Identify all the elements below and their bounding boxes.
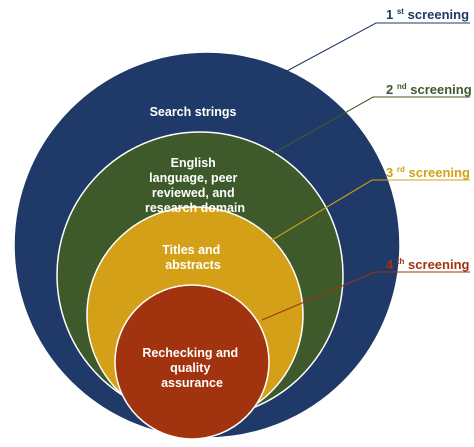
stage-3-screening-label: 3 rd screening	[386, 160, 470, 180]
stage-2-circle-label: English language, peer reviewed, and res…	[145, 156, 245, 215]
stage-4-screening-ordinal: th	[397, 257, 405, 266]
stage-1-screening-word: screening	[408, 7, 469, 22]
stage-4-line-1: Rechecking and	[142, 346, 238, 360]
stage-3-line-2: abstracts	[165, 258, 221, 272]
stage-2-screening-number: 2	[386, 82, 393, 97]
stage-2-line-4: research domain	[145, 201, 245, 215]
stage-2-leader-line	[273, 96, 470, 154]
stage-2-screening-word: screening	[410, 82, 471, 97]
stage-1-leader-line	[271, 22, 470, 80]
stage-2-screening-label: 2 nd screening	[386, 77, 472, 97]
stage-1-screening-number: 1	[386, 7, 393, 22]
stage-3-leader-line	[266, 179, 470, 244]
stage-3-screening-number: 3	[386, 165, 393, 180]
stage-3-line-1: Titles and	[162, 243, 220, 257]
stage-1-circle-label: Search strings	[150, 105, 237, 119]
stage-4-screening-number: 4	[386, 257, 394, 272]
stage-1-screening-label: 1 st screening	[386, 2, 469, 22]
stage-4-circle	[114, 284, 270, 440]
stage-3-circle-label: Titles and abstracts	[162, 243, 224, 272]
stage-1-screening-ordinal: st	[397, 7, 404, 16]
stage-2-line-2: language, peer	[149, 171, 237, 185]
stage-2-line-3: reviewed, and	[152, 186, 235, 200]
stage-4-circle-label: Rechecking and quality assurance	[142, 346, 241, 390]
stage-4-leader-line	[261, 271, 470, 321]
stage-4-line-3: assurance	[161, 376, 223, 390]
stage-2-screening-ordinal: nd	[397, 82, 407, 91]
stage-3-screening-ordinal: rd	[397, 165, 405, 174]
stage-3-screening-word: screening	[408, 165, 469, 180]
stage-4-screening-label: 4 th screening	[386, 252, 470, 272]
stage-1-line-1: Search strings	[150, 105, 237, 119]
stage-4-screening-word: screening	[408, 257, 469, 272]
stage-2-line-1: English	[171, 156, 216, 170]
stage-4-line-2: quality	[170, 361, 210, 375]
